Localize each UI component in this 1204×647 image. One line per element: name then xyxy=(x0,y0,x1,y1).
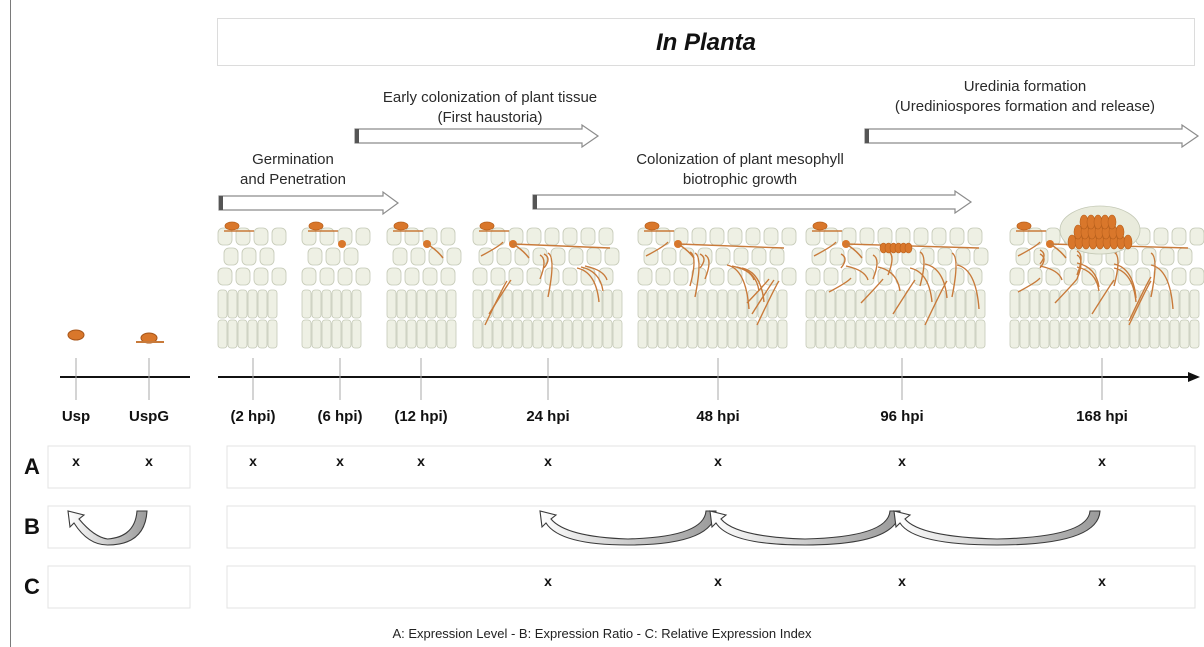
phase-uredinia-line1: Uredinia formation xyxy=(963,78,1087,95)
phase-mesophyll-line2: biotrophic growth xyxy=(682,171,798,188)
legend: A: Expression Level - B: Expression Rati… xyxy=(392,626,812,641)
timeline-ticks xyxy=(75,358,1103,400)
row-a-box-planta xyxy=(226,445,1196,489)
tissue-panel-6 xyxy=(1009,205,1204,349)
row-c-box-spores xyxy=(47,565,191,609)
spore-uspg xyxy=(136,332,164,344)
stage-label-usp: Usp xyxy=(61,408,91,425)
phase-arrow-early xyxy=(354,123,600,149)
phase-germination-line1: Germination xyxy=(252,151,334,168)
mark-row-a-0: x xyxy=(72,453,80,469)
tissue-panel-5 xyxy=(805,221,989,349)
phase-mesophyll: Colonization of plant mesophyll biotroph… xyxy=(600,150,880,190)
phase-uredinia-line2: (Urediniospores formation and release) xyxy=(894,98,1156,115)
tissue-panel-4 xyxy=(637,221,797,349)
spore-usp xyxy=(67,329,85,341)
tissue-panel-2 xyxy=(386,221,462,349)
phase-early-line1: Early colonization of plant tissue xyxy=(382,89,598,106)
tissue-panel-0 xyxy=(217,221,287,349)
mark-row-c-7: x xyxy=(898,573,906,589)
title-box: In Planta xyxy=(217,18,1195,66)
stage-label-96hpi: 96 hpi xyxy=(880,408,924,425)
ratio-arrow-1 xyxy=(539,510,717,546)
stage-label-24hpi: 24 hpi xyxy=(526,408,570,425)
tissue-panel-3 xyxy=(472,221,623,349)
diagram-title: In Planta xyxy=(655,29,757,56)
mark-row-a-5: x xyxy=(544,453,552,469)
mark-row-a-7: x xyxy=(898,453,906,469)
phase-early-colonization: Early colonization of plant tissue (Firs… xyxy=(350,88,630,128)
row-letter-b: B xyxy=(24,514,40,539)
stage-label-48hpi: 48 hpi xyxy=(696,408,740,425)
phase-mesophyll-line1: Colonization of plant mesophyll xyxy=(636,151,844,168)
tissue-panels xyxy=(217,205,1204,349)
frame-border xyxy=(10,0,11,647)
timeline-arrowhead xyxy=(1188,372,1200,382)
mark-row-a-2: x xyxy=(249,453,257,469)
ratio-arrow-3 xyxy=(893,510,1101,546)
ratio-arrow-0 xyxy=(67,510,148,546)
phase-germination: Germination and Penetration xyxy=(218,150,368,190)
stage-label-168hpi: 168 hpi xyxy=(1076,408,1128,425)
stage-label-2hpi: (2 hpi) xyxy=(230,408,276,425)
row-c-box-planta xyxy=(226,565,1196,609)
mark-row-a-4: x xyxy=(417,453,425,469)
mark-row-c-8: x xyxy=(1098,573,1106,589)
phase-arrow-mesophyll xyxy=(532,189,973,215)
mark-row-c-5: x xyxy=(544,573,552,589)
row-letter-a: A xyxy=(24,454,40,479)
phase-germination-line2: and Penetration xyxy=(240,171,346,188)
mark-row-a-3: x xyxy=(336,453,344,469)
phase-arrow-uredinia xyxy=(864,123,1200,149)
stage-label-uspg: UspG xyxy=(128,408,170,425)
stage-label-12hpi: (12 hpi) xyxy=(394,408,448,425)
stage-label-6hpi: (6 hpi) xyxy=(317,408,363,425)
tissue-panel-1 xyxy=(301,221,371,349)
mark-row-a-6: x xyxy=(714,453,722,469)
mark-row-c-6: x xyxy=(714,573,722,589)
ratio-arrow-2 xyxy=(709,510,901,546)
mark-row-a-8: x xyxy=(1098,453,1106,469)
row-letter-c: C xyxy=(24,574,40,599)
expression-ratio-arrows xyxy=(67,510,1101,546)
phase-early-line2: (First haustoria) xyxy=(437,109,543,126)
mark-row-a-1: x xyxy=(145,453,153,469)
phase-uredinia: Uredinia formation (Urediniospores forma… xyxy=(855,77,1195,117)
phase-arrow-germination xyxy=(218,190,400,216)
row-a-box-spores xyxy=(47,445,191,489)
